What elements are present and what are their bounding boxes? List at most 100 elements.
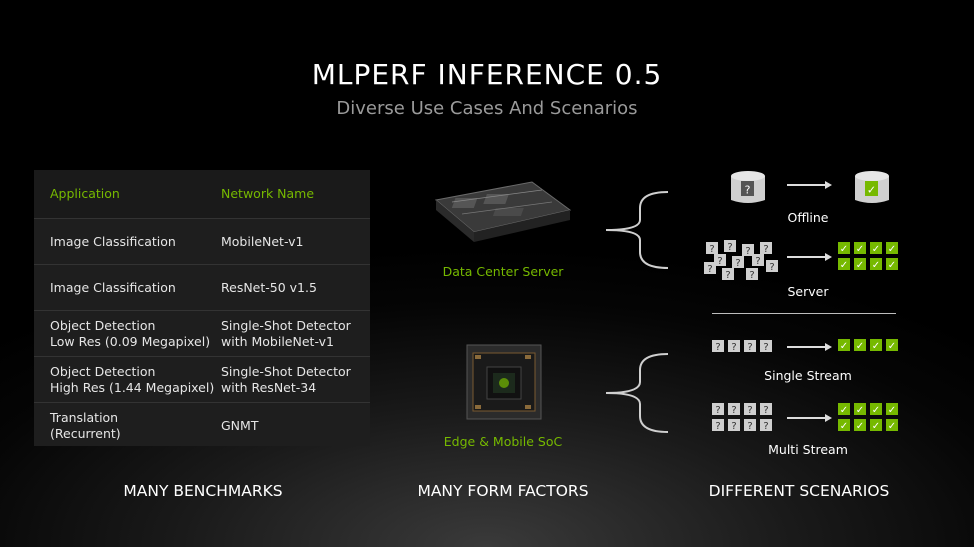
svg-text:✓: ✓ [867,184,876,197]
network-line: with ResNet-34 [221,379,317,395]
network-line: ResNet-50 v1.5 [221,279,317,295]
application-cell: Image Classification [34,280,221,296]
svg-text:✓: ✓ [888,341,896,352]
network-line: MobileNet-v1 [221,233,304,249]
query-tile-icon: ? [752,254,764,267]
check-tile-icon: ✓ [854,242,866,255]
svg-text:?: ? [747,342,752,353]
svg-text:✓: ✓ [872,421,880,432]
svg-text:?: ? [731,342,736,353]
table-row: Object Detection High Res (1.44 Megapixe… [34,356,370,402]
query-tile-icon: ? [704,262,716,275]
svg-text:?: ? [747,405,752,416]
svg-text:✓: ✓ [888,421,896,432]
application-line: High Res (1.44 Megapixel) [50,379,215,395]
multi-stream-arrow-icon [787,414,832,422]
server-arrow-icon [787,253,832,261]
query-tile-icon: ? [744,403,756,416]
svg-text:✓: ✓ [856,244,864,255]
svg-text:?: ? [731,421,736,432]
multi-stream-results-icon: ✓✓✓✓✓✓✓✓ [838,403,898,432]
check-tile-icon: ✓ [838,258,850,271]
single-stream-label: Single Stream [764,368,852,383]
different-scenarios-label: DIFFERENT SCENARIOS [708,482,890,500]
check-tile-icon: ✓ [854,403,866,416]
check-tile-icon: ✓ [838,403,850,416]
server-brace [605,191,669,269]
slide-title: MLPERF INFERENCE 0.5 [311,58,663,91]
svg-text:✓: ✓ [872,405,880,416]
check-tile-icon: ✓ [838,419,850,432]
svg-text:?: ? [769,262,774,273]
svg-text:?: ? [749,270,754,281]
check-tile-icon: ✓ [838,339,850,352]
svg-text:?: ? [725,270,730,281]
query-tile-icon: ? [712,403,724,416]
svg-text:?: ? [727,242,732,253]
application-line: Object Detection [50,363,156,379]
check-tile-icon: ✓ [886,403,898,416]
svg-text:✓: ✓ [840,244,848,255]
query-tile-icon: ? [724,240,736,253]
svg-text:?: ? [715,421,720,432]
query-tile-icon: ? [746,268,758,281]
svg-text:?: ? [763,405,768,416]
svg-text:✓: ✓ [872,341,880,352]
svg-text:?: ? [763,421,768,432]
query-tile-icon: ? [744,340,756,353]
table-row: Image Classification ResNet-50 v1.5 [34,264,370,310]
query-tile-icon: ? [706,242,718,255]
network-cell: MobileNet-v1 [221,234,370,250]
query-tile-icon: ? [728,419,740,432]
server-results-icon: ✓✓✓✓✓✓✓✓ [838,242,898,271]
soc-image [466,344,542,420]
network-cell: ResNet-50 v1.5 [221,280,370,296]
svg-text:✓: ✓ [840,405,848,416]
table-row: Translation (Recurrent) GNMT [34,402,370,448]
network-cell: Single-Shot Detector with ResNet-34 [221,364,370,396]
scenario-divider [712,313,896,314]
svg-text:✓: ✓ [872,244,880,255]
svg-text:?: ? [735,258,740,269]
header-network-name: Network Name [221,186,315,201]
data-center-server-label: Data Center Server [442,264,564,279]
svg-text:✓: ✓ [888,244,896,255]
server-image [434,181,572,242]
edge-brace [605,353,669,433]
query-tile-icon: ? [760,419,772,432]
application-cell: Translation (Recurrent) [34,410,221,442]
svg-text:?: ? [715,342,720,353]
application-line: Translation [50,409,119,425]
network-line: Single-Shot Detector [221,363,351,379]
query-tile-icon: ? [766,260,778,273]
check-tile-icon: ✓ [886,419,898,432]
svg-text:✓: ✓ [840,421,848,432]
query-tile-icon: ? [714,254,726,267]
offline-result-db-icon: ✓ [855,171,889,203]
svg-text:✓: ✓ [888,260,896,271]
query-tile-icon: ? [760,242,772,255]
svg-text:?: ? [745,246,750,257]
single-stream-arrow-icon [787,343,832,351]
offline-query-db-icon: ? [731,171,765,203]
many-form-factors-label: MANY FORM FACTORS [417,482,589,500]
single-stream-results-icon: ✓✓✓✓ [838,339,898,352]
svg-text:?: ? [747,421,752,432]
query-tile-icon: ? [760,340,772,353]
application-line: Image Classification [50,279,176,295]
svg-text:?: ? [715,405,720,416]
application-line: Image Classification [50,233,176,249]
benchmarks-table: Application Network Name Image Classific… [34,170,370,446]
svg-text:✓: ✓ [840,341,848,352]
network-cell: GNMT [221,418,370,434]
offline-arrow-icon [787,181,832,189]
svg-text:?: ? [763,342,768,353]
network-line: Single-Shot Detector [221,317,351,333]
table-row: Object Detection Low Res (0.09 Megapixel… [34,310,370,356]
query-tile-icon: ? [742,244,754,257]
query-tile-icon: ? [732,256,744,269]
application-cell: Object Detection Low Res (0.09 Megapixel… [34,318,221,350]
application-cell: Object Detection High Res (1.44 Megapixe… [34,364,221,396]
svg-text:✓: ✓ [856,405,864,416]
table-header-row: Application Network Name [34,170,370,218]
